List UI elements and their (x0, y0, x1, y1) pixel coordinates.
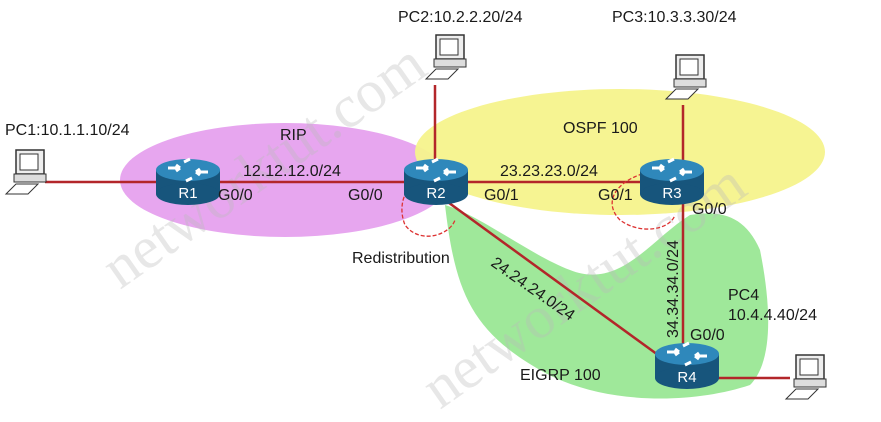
pc1-icon[interactable] (5, 149, 47, 195)
ospf-label: OSPF 100 (563, 120, 638, 137)
pc4-icon[interactable] (785, 354, 827, 400)
router-label: R1 (178, 185, 197, 202)
ospf-area (415, 89, 825, 215)
r3-g01-label: G0/1 (598, 187, 633, 204)
eigrp-label: EIGRP 100 (520, 367, 601, 384)
r2-g00-label: G0/0 (348, 187, 383, 204)
network-r2-r3: 23.23.23.0/24 (500, 163, 598, 180)
redistribution-label: Redistribution (352, 250, 450, 267)
pc3-icon[interactable] (665, 54, 707, 100)
r3-g00-label: G0/0 (692, 201, 727, 218)
network-r3-r4: 34.34.34.0/24 (665, 240, 682, 338)
router-label: R3 (662, 185, 681, 202)
pc4-name: PC4 (728, 287, 759, 304)
router-r3[interactable]: R3 (638, 157, 706, 207)
rip-area (120, 123, 450, 237)
pc4-ip: 10.4.4.40/24 (728, 307, 817, 324)
redistribution-arrow-r3 (611, 169, 676, 230)
pc1-label: PC1:10.1.1.10/24 (5, 122, 130, 139)
router-label: R4 (677, 369, 696, 386)
rip-label: RIP (280, 127, 307, 144)
router-r4[interactable]: R4 (653, 341, 721, 391)
links (45, 85, 790, 380)
r1-g00-label: G0/0 (218, 187, 253, 204)
router-r1[interactable]: R1 (154, 157, 222, 207)
router-label: R2 (426, 185, 445, 202)
router-r2[interactable]: R2 (402, 157, 470, 207)
pc2-icon[interactable] (425, 34, 467, 80)
network-r1-r2: 12.12.12.0/24 (243, 163, 341, 180)
r2-g01-label: G0/1 (484, 187, 519, 204)
link-r2-r4 (444, 198, 666, 362)
pc2-label: PC2:10.2.2.20/24 (398, 9, 523, 26)
pc3-label: PC3:10.3.3.30/24 (612, 9, 737, 26)
r4-g00-label: G0/0 (690, 327, 725, 344)
